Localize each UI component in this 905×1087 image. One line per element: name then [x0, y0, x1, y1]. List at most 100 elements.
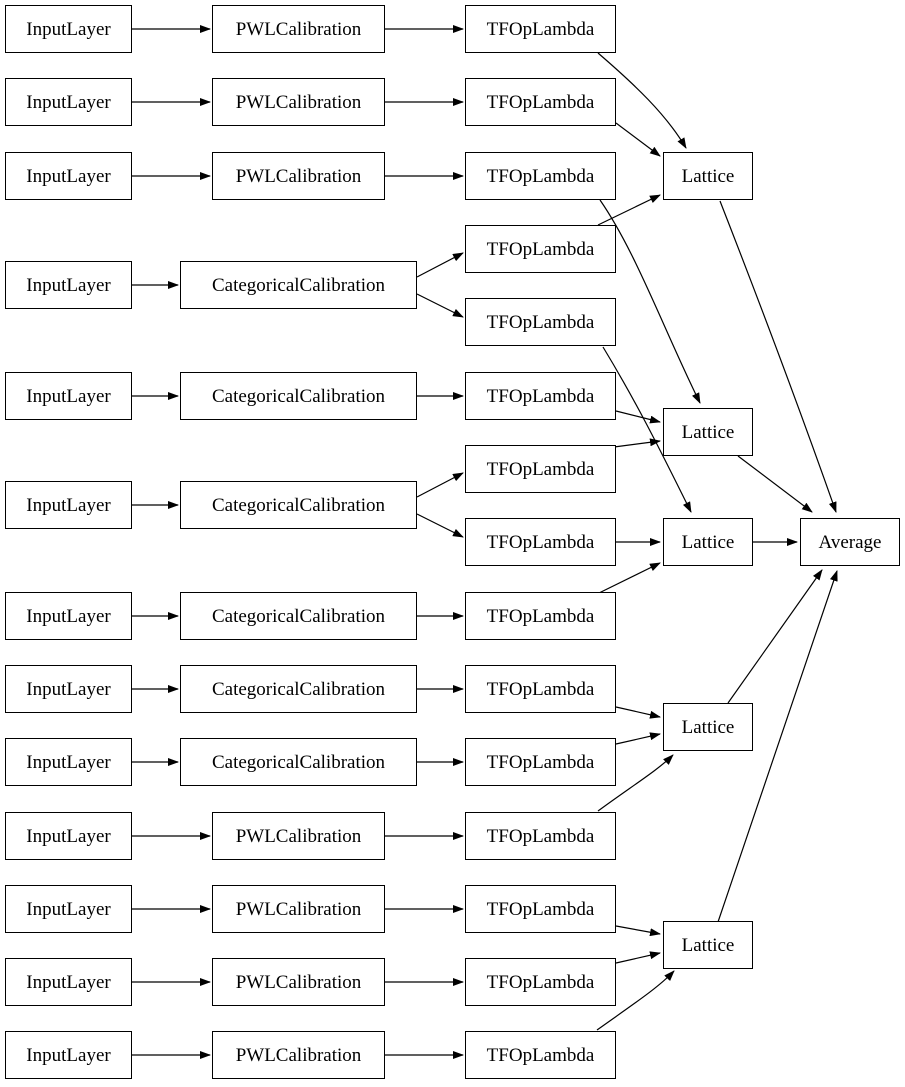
node-label: TFOpLambda — [486, 91, 595, 113]
node-pwl2: PWLCalibration — [212, 78, 385, 126]
node-input7: InputLayer — [5, 592, 132, 640]
node-label: CategoricalCalibration — [211, 751, 386, 773]
node-label: CategoricalCalibration — [211, 385, 386, 407]
node-tfop13: TFOpLambda — [465, 885, 616, 933]
edge-cat1-tfop4 — [416, 252, 464, 278]
node-pwl4: PWLCalibration — [212, 812, 385, 860]
node-label: Lattice — [681, 716, 735, 738]
node-tfop14: TFOpLambda — [465, 958, 616, 1006]
node-label: TFOpLambda — [486, 971, 595, 993]
edge-tfop11-lattice4 — [615, 732, 661, 745]
edge-tfop14-lattice5 — [615, 951, 661, 964]
node-pwl7: PWLCalibration — [212, 1031, 385, 1079]
node-input3: InputLayer — [5, 152, 132, 200]
node-label: TFOpLambda — [486, 605, 595, 627]
node-tfop10: TFOpLambda — [465, 665, 616, 713]
node-cat3: CategoricalCalibration — [180, 481, 417, 529]
node-label: InputLayer — [26, 825, 111, 847]
node-pwl5: PWLCalibration — [212, 885, 385, 933]
node-label: PWLCalibration — [235, 91, 362, 113]
node-label: PWLCalibration — [235, 165, 362, 187]
node-tfop7: TFOpLambda — [465, 445, 616, 493]
edge-cat3-tfop7 — [416, 472, 464, 498]
node-label: PWLCalibration — [235, 971, 362, 993]
node-label: CategoricalCalibration — [211, 274, 386, 296]
node-label: InputLayer — [26, 165, 111, 187]
node-lattice1: Lattice — [663, 152, 753, 200]
node-input12: InputLayer — [5, 958, 132, 1006]
node-cat6: CategoricalCalibration — [180, 738, 417, 786]
node-label: TFOpLambda — [486, 898, 595, 920]
node-pwl3: PWLCalibration — [212, 152, 385, 200]
node-label: TFOpLambda — [486, 18, 595, 40]
node-label: CategoricalCalibration — [211, 678, 386, 700]
node-label: CategoricalCalibration — [211, 605, 386, 627]
edge-cat3-tfop8 — [416, 513, 464, 538]
node-cat2: CategoricalCalibration — [180, 372, 417, 420]
node-label: Lattice — [681, 934, 735, 956]
node-label: InputLayer — [26, 91, 111, 113]
edge-tfop9-lattice3 — [598, 562, 661, 594]
node-label: InputLayer — [26, 605, 111, 627]
node-label: TFOpLambda — [486, 1044, 595, 1066]
node-label: PWLCalibration — [235, 18, 362, 40]
node-lattice4: Lattice — [663, 703, 753, 751]
node-label: TFOpLambda — [486, 751, 595, 773]
edge-tfop7-lattice2 — [613, 438, 661, 448]
node-input10: InputLayer — [5, 812, 132, 860]
node-label: PWLCalibration — [235, 1044, 362, 1066]
node-label: TFOpLambda — [486, 238, 595, 260]
node-tfop15: TFOpLambda — [465, 1031, 616, 1079]
node-input9: InputLayer — [5, 738, 132, 786]
node-lattice5: Lattice — [663, 921, 753, 969]
node-pwl1: PWLCalibration — [212, 5, 385, 53]
node-label: InputLayer — [26, 494, 111, 516]
node-label: CategoricalCalibration — [211, 494, 386, 516]
node-label: InputLayer — [26, 898, 111, 920]
node-tfop1: TFOpLambda — [465, 5, 616, 53]
edge-lattice1-average1 — [719, 200, 837, 513]
node-label: Lattice — [681, 421, 735, 443]
node-input11: InputLayer — [5, 885, 132, 933]
node-tfop9: TFOpLambda — [465, 592, 616, 640]
node-tfop4: TFOpLambda — [465, 225, 616, 273]
node-lattice2: Lattice — [663, 408, 753, 456]
edge-tfop10-lattice4 — [615, 706, 661, 719]
node-tfop12: TFOpLambda — [465, 812, 616, 860]
node-pwl6: PWLCalibration — [212, 958, 385, 1006]
node-label: TFOpLambda — [486, 385, 595, 407]
node-tfop11: TFOpLambda — [465, 738, 616, 786]
node-label: InputLayer — [26, 678, 111, 700]
node-label: InputLayer — [26, 1044, 111, 1066]
node-label: InputLayer — [26, 274, 111, 296]
node-tfop6: TFOpLambda — [465, 372, 616, 420]
node-input6: InputLayer — [5, 481, 132, 529]
node-tfop5: TFOpLambda — [465, 298, 616, 346]
node-input4: InputLayer — [5, 261, 132, 309]
node-label: Lattice — [681, 531, 735, 553]
node-input5: InputLayer — [5, 372, 132, 420]
node-label: TFOpLambda — [486, 458, 595, 480]
node-input2: InputLayer — [5, 78, 132, 126]
node-label: InputLayer — [26, 385, 111, 407]
node-label: PWLCalibration — [235, 898, 362, 920]
node-cat5: CategoricalCalibration — [180, 665, 417, 713]
node-label: InputLayer — [26, 751, 111, 773]
edge-tfop13-lattice5 — [615, 925, 661, 937]
node-input8: InputLayer — [5, 665, 132, 713]
edge-tfop6-lattice2 — [615, 410, 661, 424]
edge-lattice4-average1 — [727, 569, 823, 704]
node-label: TFOpLambda — [486, 165, 595, 187]
node-input13: InputLayer — [5, 1031, 132, 1079]
node-lattice3: Lattice — [663, 518, 753, 566]
node-label: Lattice — [681, 165, 735, 187]
node-label: InputLayer — [26, 18, 111, 40]
node-cat4: CategoricalCalibration — [180, 592, 417, 640]
node-tfop8: TFOpLambda — [465, 518, 616, 566]
edge-tfop2-lattice1 — [615, 122, 661, 157]
node-label: Average — [818, 531, 882, 553]
edge-lattice2-average1 — [737, 455, 813, 513]
node-label: TFOpLambda — [486, 311, 595, 333]
